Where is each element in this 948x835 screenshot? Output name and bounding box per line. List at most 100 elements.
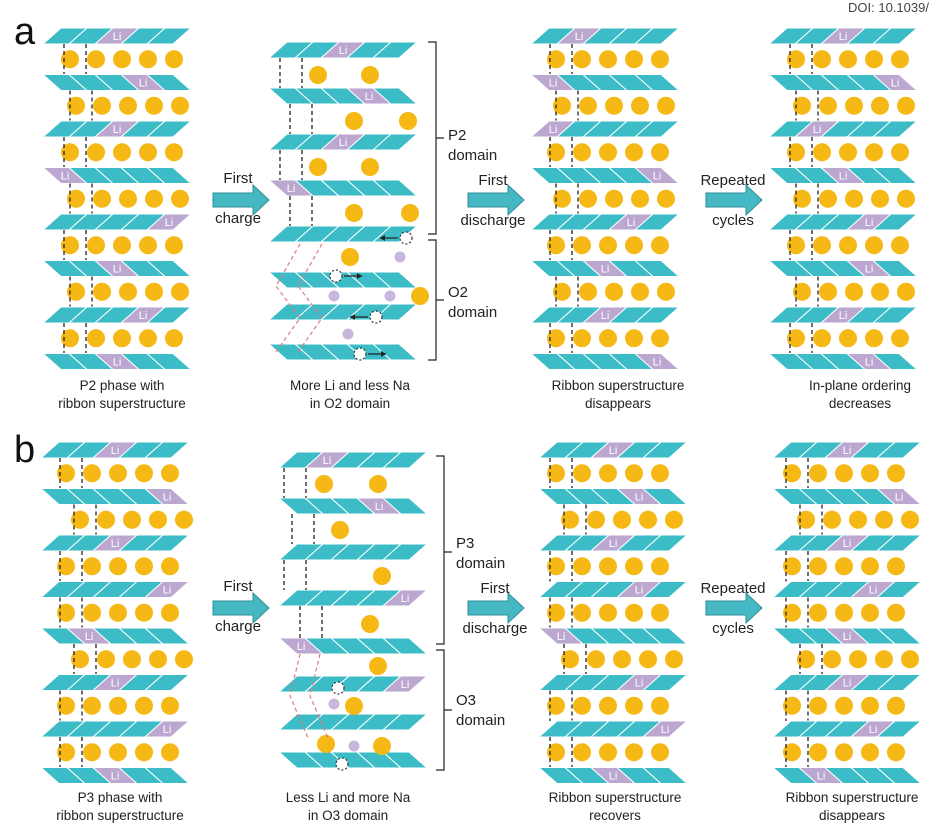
li-label: Li (111, 771, 120, 783)
li-label: Li (609, 445, 618, 457)
li-block (633, 353, 681, 370)
na-ion (625, 236, 643, 255)
na-ion (887, 557, 905, 576)
li-block (871, 74, 919, 91)
slab-block (871, 353, 919, 370)
arrow-first-charge-a: First charge (212, 170, 270, 227)
na-ion (871, 282, 889, 301)
domain-label-bottom: domain (448, 147, 497, 164)
na-ion (345, 697, 363, 715)
caption-line-2: recovers (589, 808, 641, 823)
li-label: Li (891, 78, 900, 90)
slab-block (875, 581, 923, 598)
na-ion (587, 510, 605, 529)
na-ion (783, 743, 801, 762)
na-ion (547, 464, 565, 483)
na-ion (849, 650, 867, 669)
na-ion (175, 650, 193, 669)
na-ion (139, 50, 157, 69)
na-ion (573, 50, 591, 69)
na-ion (809, 603, 827, 622)
na-ion (835, 557, 853, 576)
na-ion (631, 96, 649, 115)
li-label: Li (163, 492, 172, 504)
na-ion (887, 464, 905, 483)
na-ion (787, 50, 805, 69)
slab-block (633, 120, 681, 138)
li-label: Li (601, 310, 610, 322)
na-ion (171, 189, 189, 208)
li-label: Li (635, 678, 644, 690)
na-ion (547, 143, 565, 162)
na-ion (865, 329, 883, 348)
na-ion (361, 615, 379, 633)
li-label: Li (609, 771, 618, 783)
caption-line-1: Ribbon superstructure (552, 378, 685, 393)
na-ion (809, 696, 827, 715)
slab-block (143, 441, 191, 459)
na-ion (369, 475, 387, 493)
arrow-first-discharge-b: First discharge (462, 580, 527, 637)
slab-block (871, 306, 919, 324)
na-ion (875, 510, 893, 529)
caption-line-1: P3 phase with (78, 790, 163, 805)
na-ion (625, 143, 643, 162)
arrow-label-top: Repeated (700, 580, 765, 597)
na-ion (165, 143, 183, 162)
na-ion (547, 557, 565, 576)
li-label: Li (865, 357, 874, 369)
na-ion (61, 236, 79, 255)
na-ion (67, 189, 85, 208)
na-ion (573, 557, 591, 576)
na-ion (891, 329, 909, 348)
na-ion (71, 510, 89, 529)
na-ion (139, 329, 157, 348)
na-ion (165, 50, 183, 69)
na-ion (861, 696, 879, 715)
na-ion (547, 743, 565, 762)
na-ion (87, 50, 105, 69)
slab-block (633, 27, 681, 45)
na-ion (165, 329, 183, 348)
na-ion (553, 96, 571, 115)
na-ion (573, 743, 591, 762)
arrow-label-top: First (223, 170, 253, 187)
arrow-first-discharge-a: First discharge (460, 172, 525, 229)
vacancy (369, 310, 383, 324)
li-label: Li (635, 492, 644, 504)
na-ion (547, 696, 565, 715)
na-ion (135, 743, 153, 762)
na-ion (809, 743, 827, 762)
na-ion (897, 96, 915, 115)
li-label: Li (661, 724, 670, 736)
slab-block (641, 767, 689, 784)
na-ion (139, 236, 157, 255)
slab-block (145, 74, 193, 91)
na-ion (599, 236, 617, 255)
na-ion (875, 650, 893, 669)
domain-label-bottom: domain (456, 712, 505, 729)
na-ion (651, 557, 669, 576)
li-label: Li (869, 585, 878, 597)
na-ion (651, 603, 669, 622)
right-arrow-icon (212, 183, 270, 217)
na-ion (135, 603, 153, 622)
slab-block (871, 167, 919, 184)
li-label: Li (557, 631, 566, 643)
caption-line-1: Ribbon superstructure (549, 790, 682, 805)
slab-block (143, 674, 191, 691)
slab-block (381, 451, 429, 469)
na-ion (87, 143, 105, 162)
slab-block (641, 627, 689, 645)
na-ion (613, 510, 631, 529)
na-ion (587, 650, 605, 669)
na-ion (83, 743, 101, 762)
slab-block (875, 674, 923, 691)
na-ion (599, 696, 617, 715)
li-ion (394, 251, 406, 263)
na-ion (665, 510, 683, 529)
caption-line-1: More Li and less Na (290, 378, 411, 393)
